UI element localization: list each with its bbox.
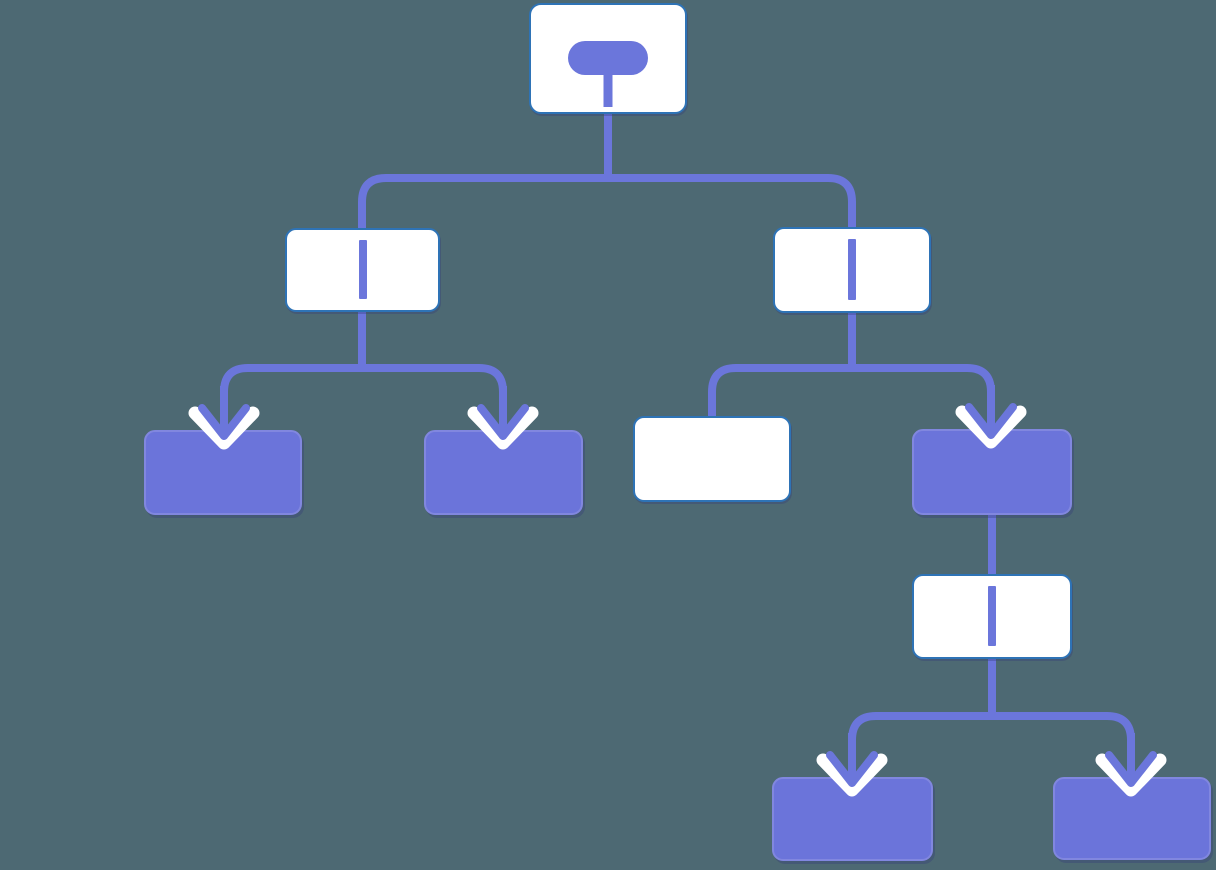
root-pill-stem xyxy=(603,71,613,107)
node-child-right-purple[interactable] xyxy=(912,429,1072,515)
node-child-right-white[interactable] xyxy=(633,416,791,502)
edge-tee-level2 xyxy=(358,174,856,228)
node-leaf-left-outer[interactable] xyxy=(144,430,302,515)
node-branch-right[interactable] xyxy=(773,227,931,313)
root-pill-icon xyxy=(568,41,648,75)
edge-tee-right xyxy=(708,364,995,423)
edge-tee-left xyxy=(220,364,507,424)
node-root[interactable] xyxy=(529,3,687,114)
node-branch-left[interactable] xyxy=(285,228,440,312)
node-leaf-bottom-right[interactable] xyxy=(1053,777,1211,860)
pass-through-bar xyxy=(988,586,996,646)
node-leaf-left-inner[interactable] xyxy=(424,430,583,515)
node-leaf-bottom-left[interactable] xyxy=(772,777,933,861)
pass-through-bar xyxy=(358,240,367,299)
node-pass-through[interactable] xyxy=(912,574,1072,659)
edge-tee-bottom xyxy=(848,712,1135,772)
pass-through-bar xyxy=(848,239,856,300)
